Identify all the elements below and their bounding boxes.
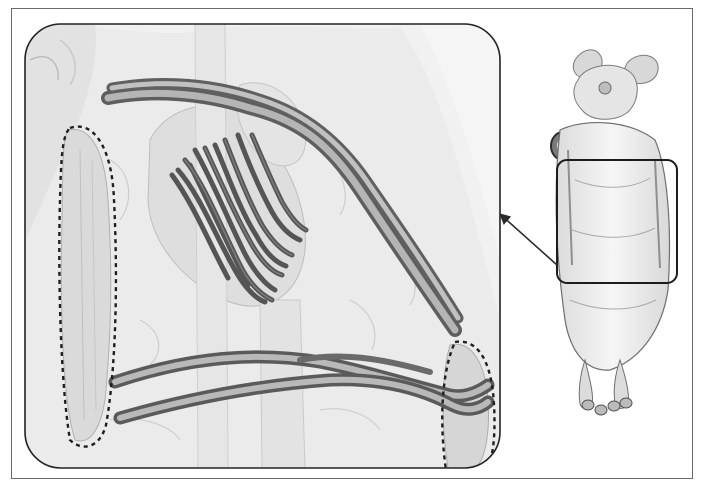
full-body-thumbnail: [551, 50, 677, 415]
zoom-inset-content: [25, 24, 500, 470]
zoom-inset: [25, 24, 500, 470]
arrow-icon: [500, 214, 557, 265]
